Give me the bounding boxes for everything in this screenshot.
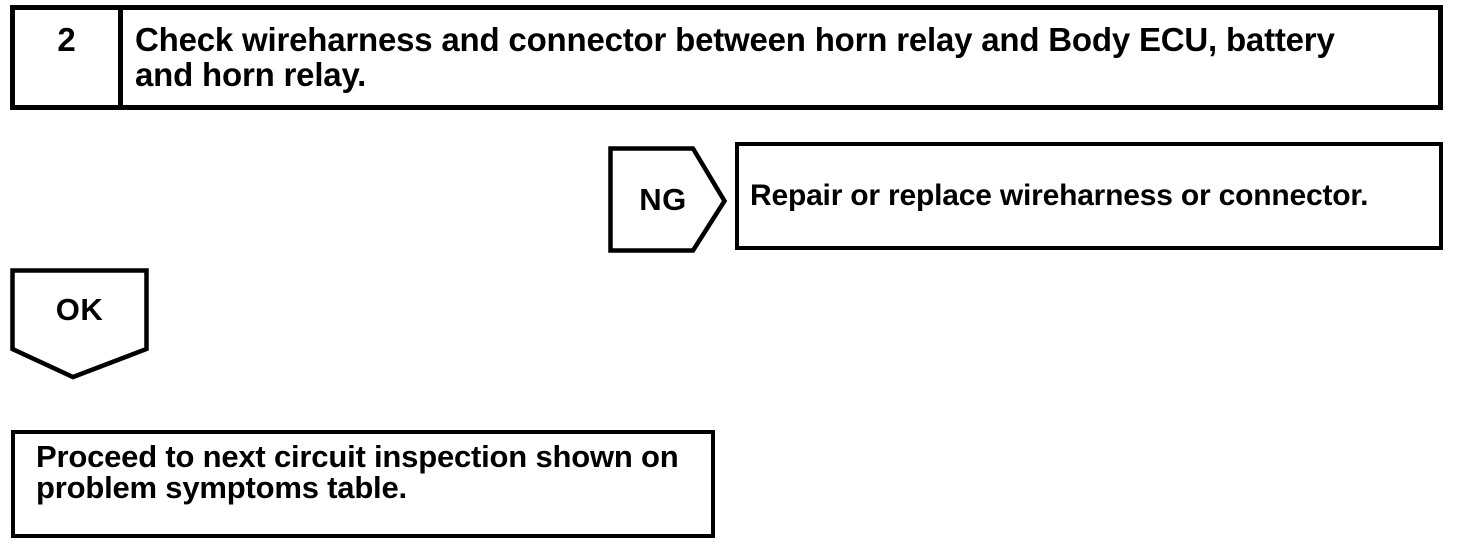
ok-connector: OK <box>10 268 149 380</box>
ok-label: OK <box>55 291 104 327</box>
ng-pentagon-icon <box>608 146 727 253</box>
ng-action-box: Repair or replace wireharness or connect… <box>735 142 1443 250</box>
ng-connector: NG <box>608 146 727 253</box>
step-box: 2 Check wireharness and connector betwee… <box>10 5 1443 110</box>
ok-action-box: Proceed to next circuit inspection shown… <box>11 430 715 538</box>
step-instruction-line2: and horn relay. <box>135 56 367 93</box>
ok-action-line1: Proceed to next circuit inspection shown… <box>36 439 679 474</box>
step-number-cell: 2 <box>15 10 123 105</box>
ng-label: NG <box>639 181 687 217</box>
step-instruction: Check wireharness and connector between … <box>123 10 1335 105</box>
ok-pentagon-icon <box>10 268 149 380</box>
ok-pentagon-shape <box>10 268 149 380</box>
step-instruction-line1: Check wireharness and connector between … <box>135 21 1335 58</box>
step-number: 2 <box>57 21 76 58</box>
ng-pentagon-shape <box>608 146 727 253</box>
ok-action-line2: problem symptoms table. <box>36 470 407 505</box>
ng-action-text: Repair or replace wireharness or connect… <box>750 179 1369 212</box>
